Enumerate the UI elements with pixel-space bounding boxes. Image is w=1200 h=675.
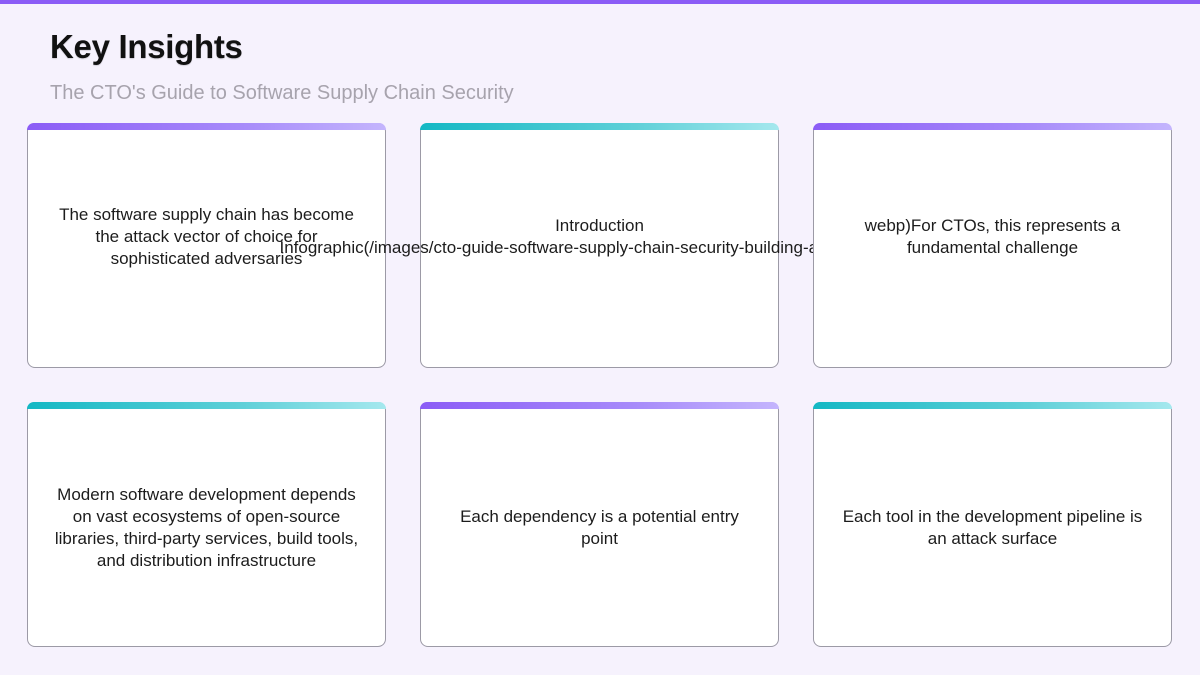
card-text: Modern software development depends on v… [54,484,359,570]
top-accent-bar [0,0,1200,4]
card-text: Introduction Infographic(/images/cto-gui… [280,130,879,367]
card-accent-bar [813,402,1172,409]
insight-card: Introduction Infographic(/images/cto-gui… [280,123,879,368]
card-text: Each dependency is a potential entry poi… [460,506,739,548]
card-text: Each tool in the development pipeline is… [842,506,1143,548]
insight-card: Each tool in the development pipeline is… [813,402,1172,647]
card-accent-bar [27,123,386,130]
card-accent-bar [813,123,1172,130]
insight-card: Each dependency is a potential entry poi… [420,402,779,647]
insight-card: The software supply chain has become the… [27,123,386,368]
page-title: Key Insights [50,28,243,65]
insight-card: Modern software development depends on v… [27,402,386,647]
card-accent-bar [420,123,779,130]
card-intro-text: Introduction [555,215,644,235]
card-accent-bar [420,402,779,409]
card-text: webp)For CTOs, this represents a fundame… [864,215,1121,257]
card-text: The software supply chain has become the… [59,204,354,268]
card-accent-bar [27,402,386,409]
card-url-text: Infographic(/images/cto-guide-software-s… [279,237,879,257]
insight-card: webp)For CTOs, this represents a fundame… [813,123,1172,368]
page-subtitle: The CTO's Guide to Software Supply Chain… [50,82,514,104]
